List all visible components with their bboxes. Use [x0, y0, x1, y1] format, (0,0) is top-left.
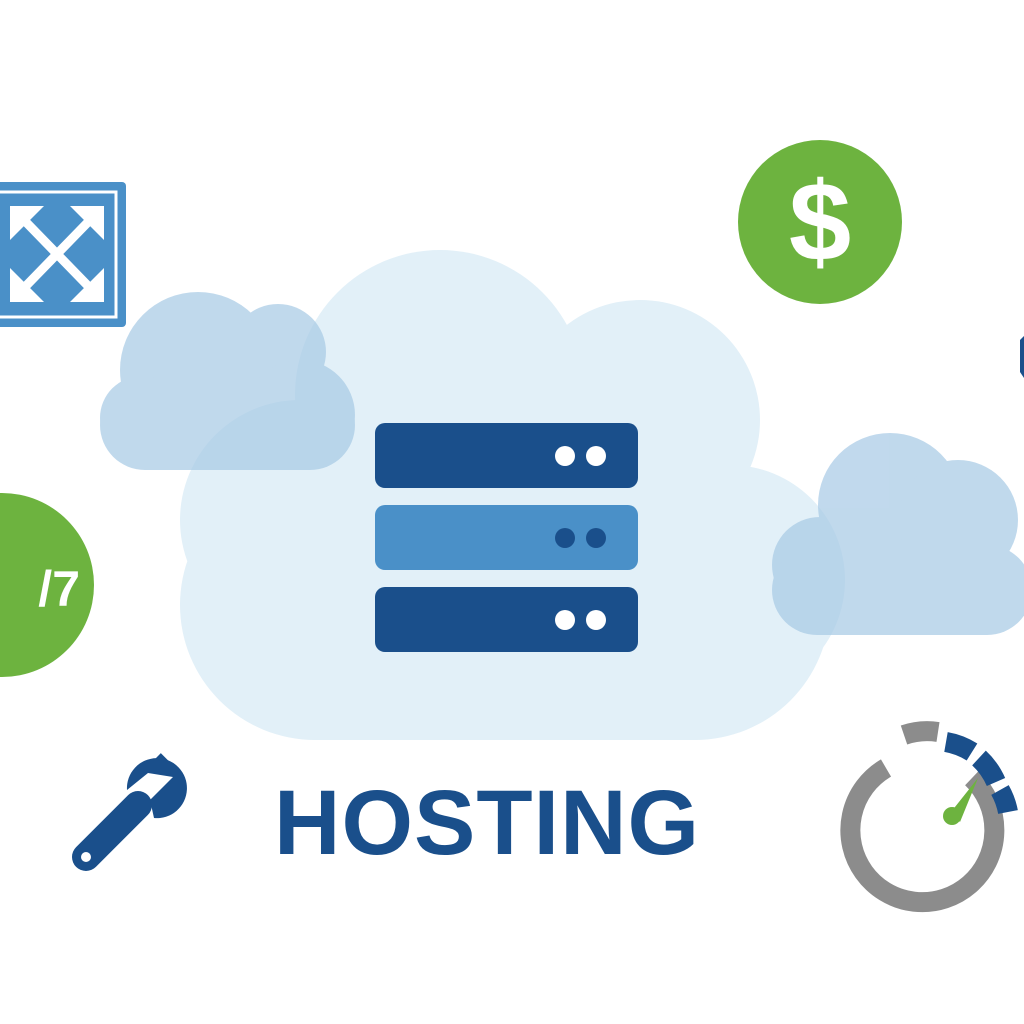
wrench-icon	[72, 753, 187, 871]
small-cloud-right-icon	[772, 433, 1024, 635]
right-edge-icon-fragment	[1020, 336, 1024, 378]
expand-arrows-icon	[0, 182, 126, 327]
dollar-symbol: $	[788, 159, 852, 284]
server-stack-icon	[375, 423, 638, 652]
server-unit-top	[375, 423, 638, 488]
server-unit-bottom	[375, 587, 638, 652]
24-7-label: /7	[38, 561, 80, 617]
hosting-title: HOSTING	[274, 772, 701, 874]
24-7-badge-icon	[0, 493, 94, 677]
speedometer-gauge-icon	[840, 721, 1018, 913]
server-unit-middle	[375, 505, 638, 570]
dollar-coin-icon	[738, 140, 902, 304]
small-cloud-left-icon	[100, 292, 355, 470]
